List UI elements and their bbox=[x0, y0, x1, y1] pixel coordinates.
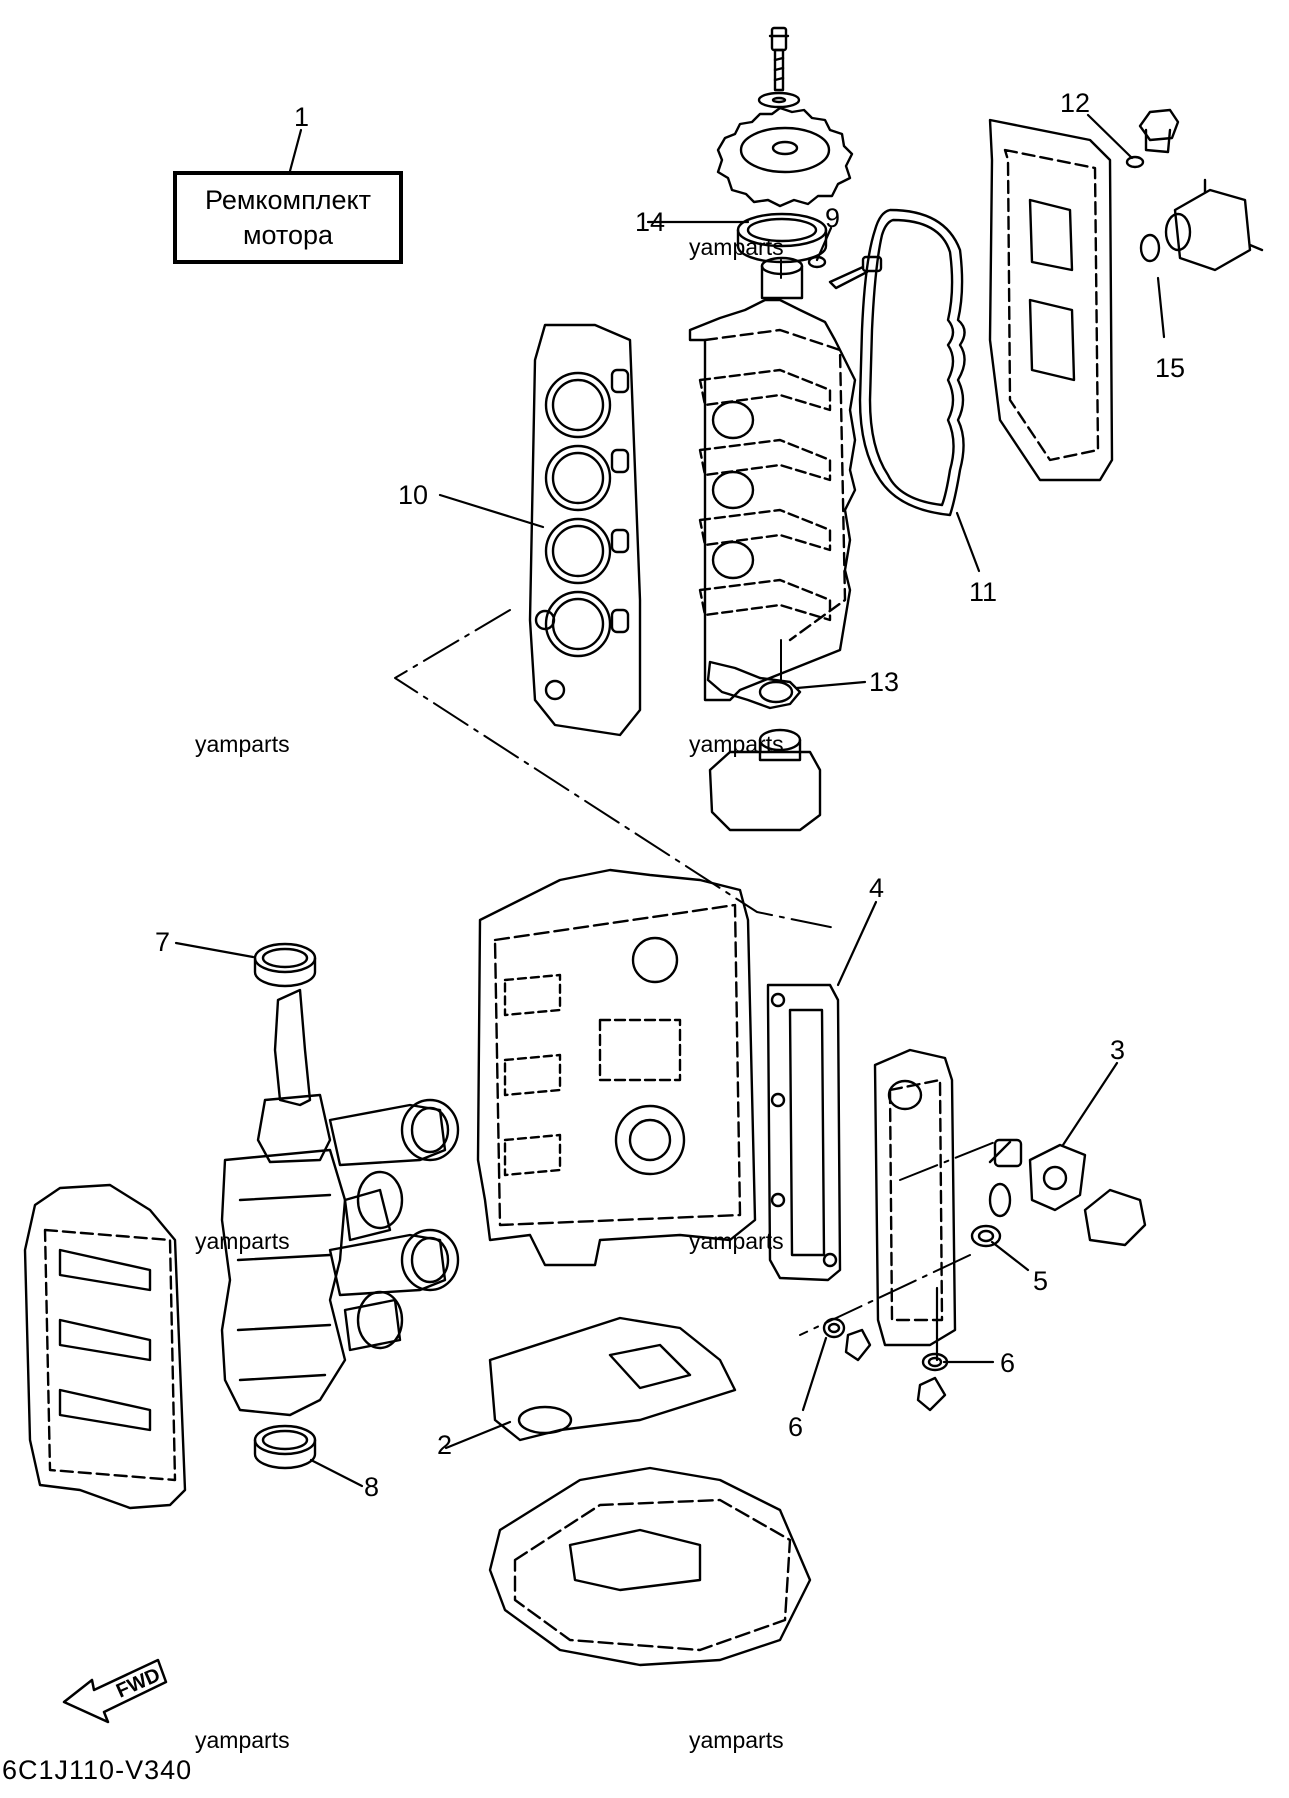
callout-9: 9 bbox=[825, 203, 841, 233]
callout-2: 2 bbox=[437, 1430, 453, 1460]
oring-15 bbox=[1139, 233, 1161, 263]
oil-pan-gasket-2 bbox=[488, 1316, 737, 1442]
watermark: yamparts bbox=[689, 731, 784, 757]
leader-lines bbox=[174, 113, 1166, 1488]
fuel-pump bbox=[1164, 178, 1264, 272]
oil-cap-12 bbox=[1125, 108, 1180, 169]
washer-6-right bbox=[921, 1352, 949, 1372]
cylinder-block bbox=[476, 868, 757, 1267]
exhaust-gasket-4 bbox=[766, 983, 842, 1282]
callout-1: 1 bbox=[294, 102, 310, 132]
callout-7: 7 bbox=[155, 927, 171, 957]
callout-12: 12 bbox=[1060, 88, 1091, 118]
head-gasket-10 bbox=[528, 323, 642, 737]
watermark: yamparts bbox=[689, 1727, 784, 1753]
crankcase-half bbox=[23, 1183, 187, 1510]
callout-10: 10 bbox=[398, 480, 429, 510]
repair-kit-label: Ремкомплект мотора bbox=[173, 171, 403, 264]
diagram-code: 6C1J110-V340 bbox=[2, 1755, 193, 1785]
cylinder-head-cover bbox=[988, 118, 1114, 482]
washer-6-left bbox=[822, 1317, 846, 1339]
callout-15: 15 bbox=[1155, 353, 1186, 383]
kit-label-line2: мотора bbox=[242, 219, 334, 250]
callout-8: 8 bbox=[364, 1472, 380, 1502]
kit-label-line1: Ремкомплект bbox=[205, 184, 371, 215]
watermark: yamparts bbox=[195, 1727, 290, 1753]
assembly-lines bbox=[394, 259, 1001, 1336]
lower-casing bbox=[488, 1466, 812, 1667]
gasket-13 bbox=[706, 660, 802, 710]
thermostat-gasket-3 bbox=[1028, 1143, 1087, 1212]
callout-14: 14 bbox=[635, 207, 666, 237]
drain-bolts bbox=[844, 1328, 947, 1412]
oil-seal-14 bbox=[736, 212, 828, 264]
callout-6-left: 6 bbox=[788, 1412, 804, 1442]
oil-seal-8 bbox=[253, 1424, 317, 1470]
exhaust-cover bbox=[873, 1048, 957, 1347]
cylinder-head bbox=[688, 256, 857, 702]
callout-11: 11 bbox=[969, 577, 998, 607]
thermostat-cover bbox=[988, 1140, 1147, 1247]
watermark: yamparts bbox=[689, 234, 784, 260]
head-cover-gasket-11 bbox=[858, 208, 966, 517]
watermark: yamparts bbox=[195, 1228, 290, 1254]
cam-pulley-assembly bbox=[716, 26, 854, 208]
callout-6-right: 6 bbox=[1000, 1348, 1016, 1378]
callout-5: 5 bbox=[1033, 1266, 1049, 1296]
oil-seal-7 bbox=[253, 942, 317, 988]
water-housing bbox=[708, 728, 822, 832]
crankshaft-assembly bbox=[220, 988, 460, 1417]
bolt-9 bbox=[807, 255, 883, 290]
callout-3: 3 bbox=[1110, 1035, 1126, 1065]
watermark: yamparts bbox=[689, 1228, 784, 1254]
anode-plug bbox=[988, 1138, 1023, 1218]
callout-4: 4 bbox=[869, 873, 885, 903]
washer-5 bbox=[970, 1224, 1002, 1248]
fwd-arrow-icon: FWD bbox=[62, 1658, 168, 1724]
watermark: yamparts bbox=[195, 731, 290, 757]
callout-13: 13 bbox=[869, 667, 900, 697]
